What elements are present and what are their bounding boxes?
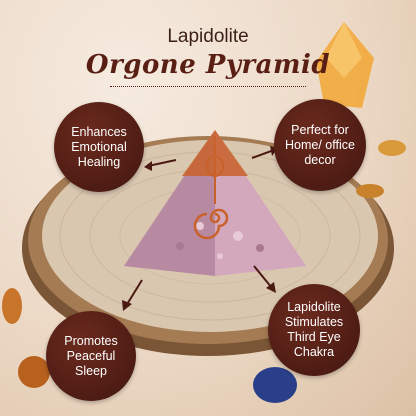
title-divider [110,86,306,87]
stone-decoration-icon [2,288,22,324]
callout-emotional-healing: Enhances Emotional Healing [54,102,144,192]
callout-third-eye-chakra: Lapidolite Stimulates Third Eye Chakra [268,284,360,376]
product-title: Lapidolite [167,26,249,47]
stone-decoration-icon [356,184,384,198]
orgone-pyramid-image [124,130,306,276]
callout-home-office-decor: Perfect for Home/ office decor [274,99,366,191]
stone-decoration-icon [18,356,50,388]
product-subtitle: Orgone Pyramid [85,50,331,80]
arrow-bottom-right-icon [253,265,276,293]
stone-decoration-icon [378,140,406,156]
stone-decoration-icon [253,367,297,403]
arrow-top-left-icon [144,159,177,171]
crystal-decoration-icon [316,22,374,108]
callout-peaceful-sleep: Promotes Peaceful Sleep [46,311,136,401]
arrow-bottom-left-icon [122,279,143,311]
